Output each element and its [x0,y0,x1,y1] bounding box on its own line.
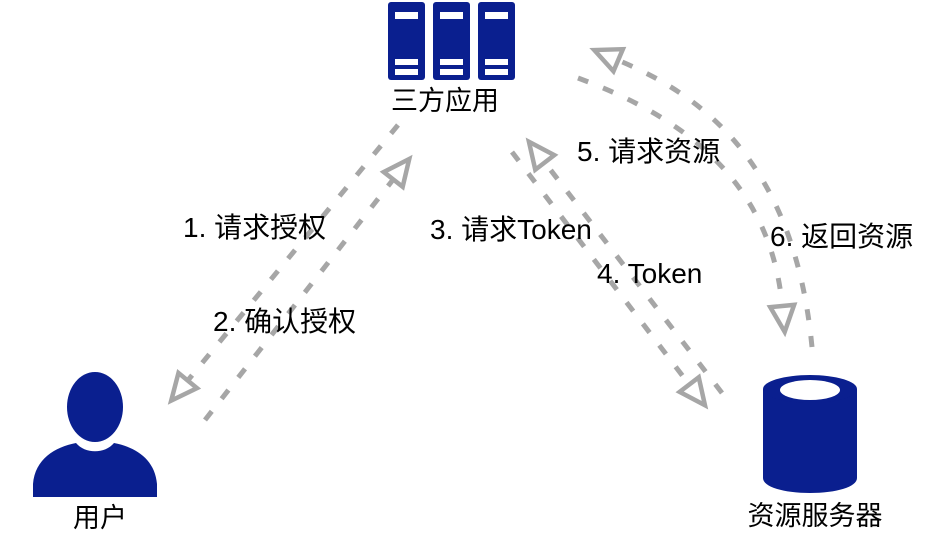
arrow-3-request-token [510,150,709,410]
arrow-1-request-auth [203,154,413,422]
flow-label-2-confirm-auth: 2. 确认授权 [213,306,357,337]
flow-label-4-token: 4. Token [597,258,703,289]
flow-label-5-request-resource: 5. 请求资源 [577,136,721,167]
node-label-third-party-app: 三方应用 [391,86,499,116]
node-label-resource-server: 资源服务器 [747,501,883,531]
flow-label-1-request-auth: 1. 请求授权 [183,212,327,243]
arrow-5-request-resource [577,75,798,338]
flow-label-3-request-token: 3. 请求Token [430,214,592,245]
arrow-6-return-resource [589,46,815,348]
flow-label-6-return-resource: 6. 返回资源 [770,221,914,252]
arrow-2-confirm-auth [167,123,400,405]
arrow-4-return-token [525,137,724,395]
node-label-user: 用户 [73,503,127,533]
user-icon [33,372,157,497]
app-books-icon [388,2,515,80]
database-icon [763,375,857,493]
